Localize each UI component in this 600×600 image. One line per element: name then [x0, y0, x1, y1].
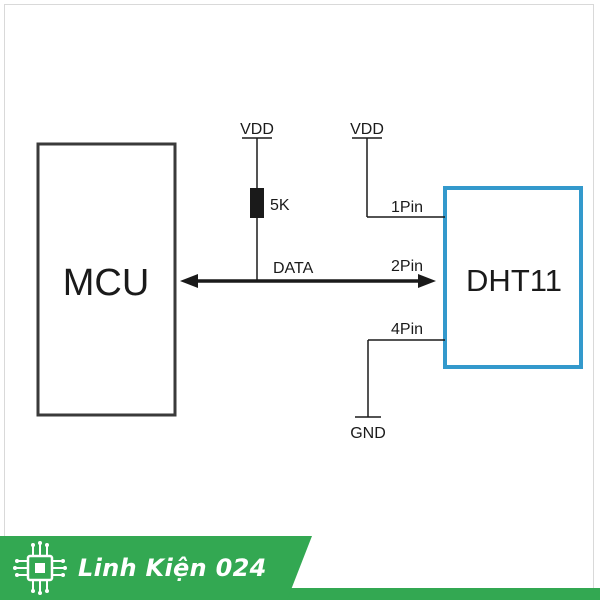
dht11-label: DHT11: [466, 263, 562, 298]
dht11-block: [443, 186, 583, 369]
mcu-block: [36, 142, 177, 417]
brand-banner: Linh Kiện 024: [0, 536, 312, 600]
pin4-label: 4Pin: [391, 321, 423, 338]
pin2-label: 2Pin: [391, 258, 423, 275]
data-arrow-left-icon: [180, 274, 198, 288]
pullup-resistor: [250, 188, 264, 218]
brand-name: Linh Kiện 024: [78, 554, 267, 582]
chip-icon: [13, 541, 67, 595]
vdd-right-label: VDD: [350, 121, 384, 138]
pin1-label: 1Pin: [391, 199, 423, 216]
vdd-left-label: VDD: [240, 121, 274, 138]
gnd-label: GND: [350, 425, 386, 442]
resistor-label: 5K: [270, 197, 290, 214]
circuit-schematic: MCU DHT11 DATA VDD 5K VDD 1Pin 2Pin 4Pin…: [36, 121, 583, 442]
mcu-label: MCU: [63, 262, 150, 304]
data-arrow-right-icon: [418, 274, 436, 288]
data-label: DATA: [273, 260, 314, 277]
